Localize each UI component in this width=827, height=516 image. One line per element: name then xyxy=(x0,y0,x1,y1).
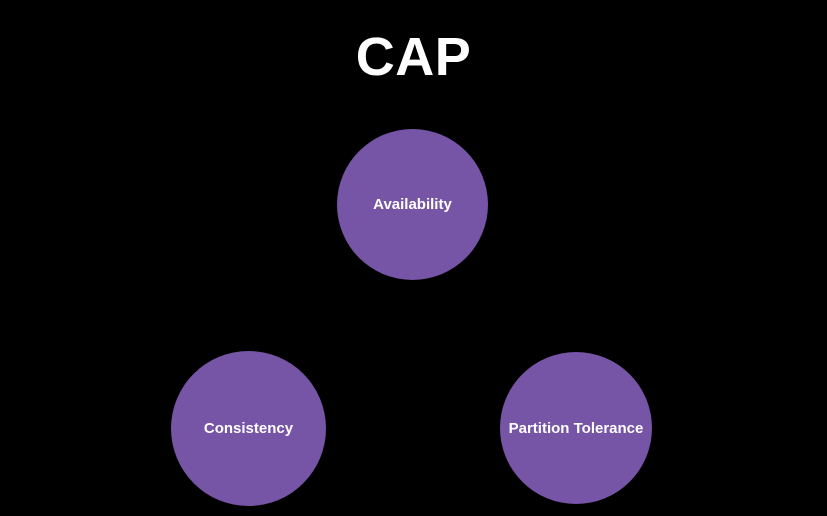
consistency-label: Consistency xyxy=(203,420,294,437)
availability-label: Availability xyxy=(373,196,452,213)
partition-tolerance-label: Partition Tolerance xyxy=(508,419,644,437)
slide-title: CAP xyxy=(355,27,472,87)
consistency-node: Consistency xyxy=(171,351,326,506)
availability-node: Availability xyxy=(337,129,488,280)
partition-tolerance-node: Partition Tolerance xyxy=(500,352,652,504)
